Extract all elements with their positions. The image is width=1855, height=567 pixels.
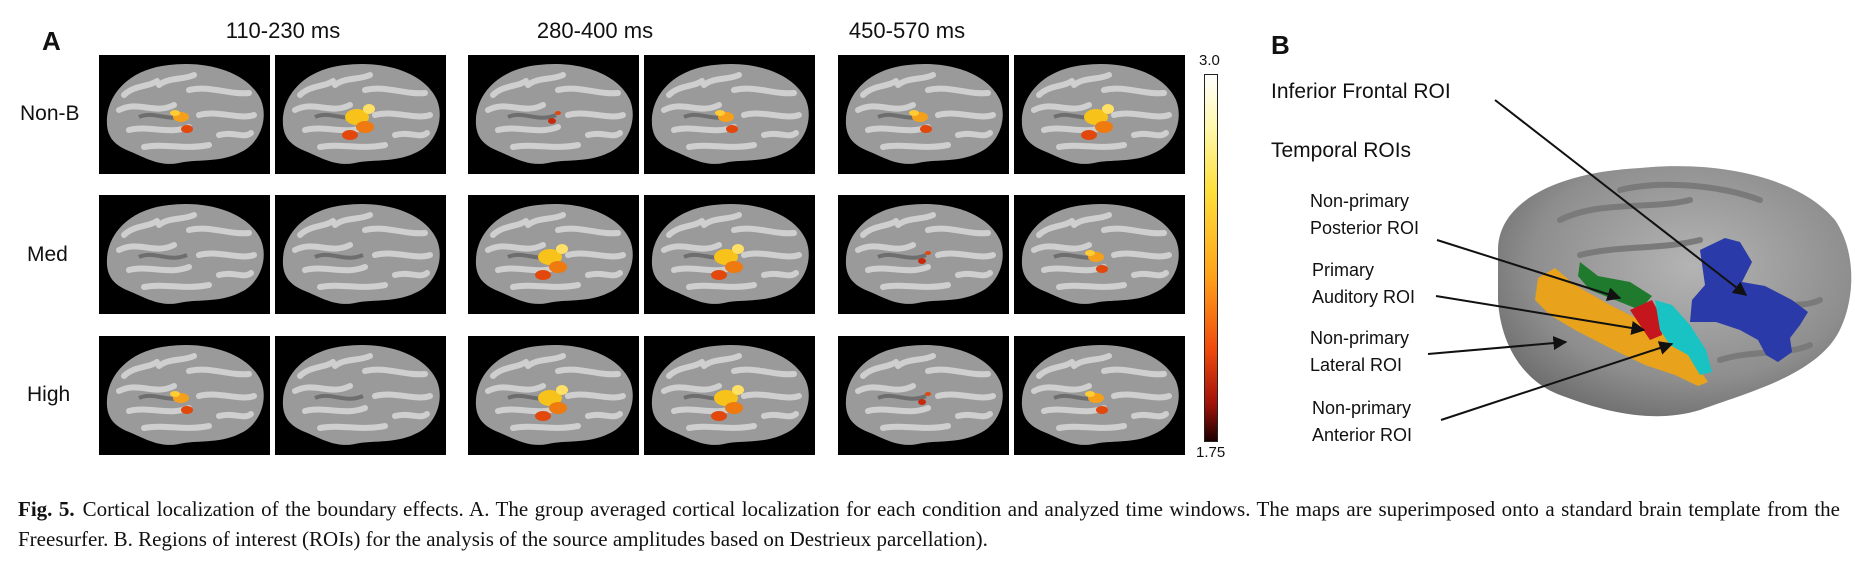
colorbar xyxy=(1204,74,1218,442)
condition-non-b-label: Non-B xyxy=(20,102,80,125)
roi-inferior-frontal xyxy=(1690,238,1808,362)
figure-caption: Fig. 5.Cortical localization of the boun… xyxy=(18,494,1840,554)
condition-high-label: High xyxy=(27,383,71,406)
roi-label-lateral: Non-primary Lateral ROI xyxy=(1310,325,1409,379)
panel-a-letter: A xyxy=(42,26,61,56)
roi-label-anterior: Non-primary Anterior ROI xyxy=(1312,395,1412,449)
caption-text: Cortical localization of the boundary ef… xyxy=(18,497,1840,551)
panel-b-letter: B xyxy=(1271,30,1290,60)
brain-map-tile xyxy=(468,336,639,455)
brain-map-tile xyxy=(1014,195,1185,314)
roi-auditory-line2: Auditory ROI xyxy=(1312,287,1416,307)
brain-map-tile xyxy=(99,336,270,455)
roi-auditory-line1: Primary xyxy=(1312,260,1374,280)
roi-lateral-line1: Non-primary xyxy=(1310,328,1410,348)
brain-map-tile xyxy=(644,195,815,314)
condition-med-label: Med xyxy=(27,243,68,266)
brain-map-tile xyxy=(838,195,1009,314)
brain-map-tile xyxy=(644,55,815,174)
roi-posterior xyxy=(1578,262,1652,310)
roi-label-auditory: Primary Auditory ROI xyxy=(1312,257,1415,311)
brain-map-tile xyxy=(1014,336,1185,455)
brain-map-tile xyxy=(468,195,639,314)
colorbar-max-label: 3.0 xyxy=(1199,52,1220,69)
figure-number: Fig. 5. xyxy=(18,497,75,521)
colorbar-min-label: 1.75 xyxy=(1196,444,1226,461)
time-window-3-label: 450-570 ms xyxy=(848,18,966,43)
roi-posterior-line1: Non-primary xyxy=(1310,191,1410,211)
time-window-1-label: 110-230 ms xyxy=(225,18,341,43)
roi-anterior-line1: Non-primary xyxy=(1312,398,1412,418)
brain-map-tile xyxy=(99,195,270,314)
time-window-2-label: 280-400 ms xyxy=(536,18,654,43)
roi-anterior-line2: Anterior ROI xyxy=(1312,425,1413,445)
roi-brain-diagram xyxy=(1427,99,1852,421)
brain-map-tile xyxy=(275,336,446,455)
inferior-frontal-roi-label: Inferior Frontal ROI xyxy=(1271,80,1451,103)
roi-auditory xyxy=(1630,300,1662,340)
brain-map-tile xyxy=(838,55,1009,174)
roi-posterior-line2: Posterior ROI xyxy=(1310,218,1420,238)
brain-map-tile xyxy=(838,336,1009,455)
brain-map-tile xyxy=(1014,55,1185,174)
brain-map-tile xyxy=(644,336,815,455)
roi-lateral-line2: Lateral ROI xyxy=(1310,355,1403,375)
brain-map-tile xyxy=(99,55,270,174)
roi-anterior xyxy=(1655,300,1712,375)
temporal-rois-label: Temporal ROIs xyxy=(1271,139,1412,162)
brain-map-tile xyxy=(275,195,446,314)
brain-map-tile xyxy=(468,55,639,174)
roi-label-posterior: Non-primary Posterior ROI xyxy=(1310,188,1419,242)
brain-map-tile xyxy=(275,55,446,174)
